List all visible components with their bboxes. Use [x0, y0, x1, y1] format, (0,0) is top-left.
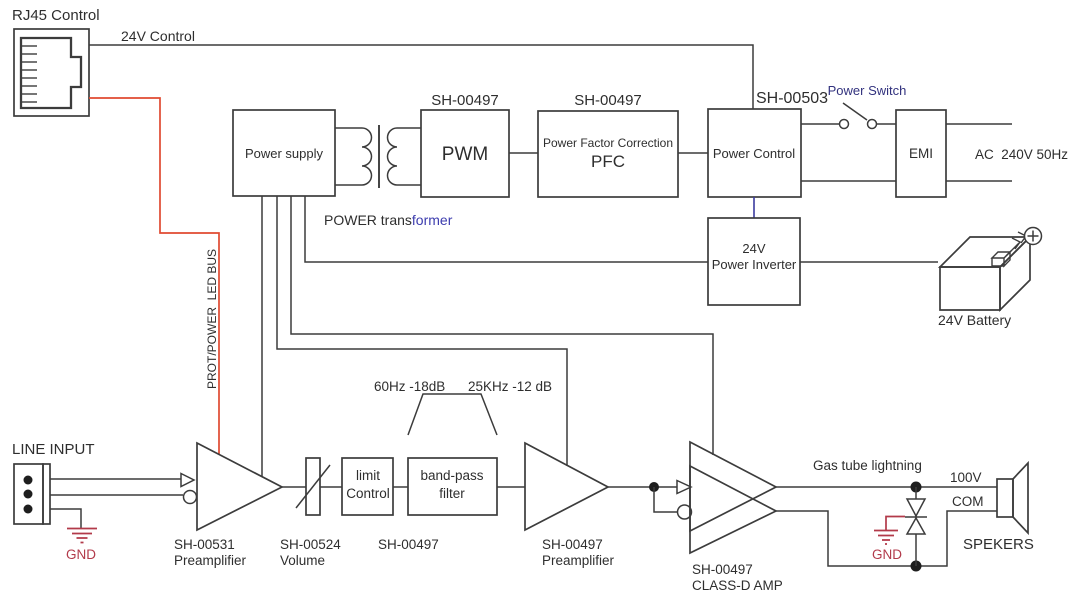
wire-classd-inverting-branch	[653, 487, 677, 513]
limit-part-number: SH-00497	[378, 537, 439, 552]
power-switch-icon	[801, 102, 896, 130]
rj45-pins	[22, 45, 37, 103]
battery-plus-icon	[1023, 226, 1043, 246]
pwm-label: PWM	[442, 144, 488, 165]
pfc-label-line1: Power Factor Correction	[543, 136, 673, 150]
inverter-label-line1: 24V	[742, 241, 765, 256]
transformer-label-blue: former	[412, 212, 453, 228]
line-input-label: LINE INPUT	[12, 441, 95, 458]
bandpass-freq-high: 25KHz -12 dB	[468, 379, 552, 394]
battery-label: 24V Battery	[938, 312, 1011, 328]
gas-tube-label: Gas tube lightning	[813, 458, 922, 473]
battery-icon	[937, 226, 1043, 313]
power-switch-label: Power Switch	[828, 83, 907, 98]
led-bus-label: PROT/POWER LED BUS	[205, 249, 219, 389]
bandpass-freq-low: 60Hz -18dB	[374, 379, 445, 394]
classd-part-number: SH-00497	[692, 562, 753, 577]
classd-inverting-input	[676, 504, 693, 520]
rj45-connector-icon: RJ45 Control	[12, 7, 100, 117]
transformer-icon	[335, 125, 421, 188]
wire-output-com	[776, 510, 997, 567]
emi-box	[895, 109, 947, 198]
wire-24v-control	[89, 44, 754, 109]
transformer-label-black: POWER trans	[324, 212, 412, 228]
wire-ac-mains	[946, 123, 1012, 182]
pfc-box	[537, 110, 679, 198]
speakers-label: SPEKERS	[963, 536, 1034, 553]
rj45-jack-outline	[19, 36, 83, 110]
line-input-connector-icon	[13, 463, 51, 525]
wire-supply-to-preamp2	[276, 196, 568, 466]
wire-led-bus-red	[89, 97, 220, 454]
rj45-outer	[13, 28, 90, 117]
limit-label-line2: Control	[346, 486, 390, 501]
preamp1-part-number: SH-00531	[174, 537, 235, 552]
preamp1-name: Preamplifier	[174, 553, 247, 568]
wire-supply-to-inverter	[304, 196, 708, 263]
pwm-part-number: SH-00497	[431, 92, 499, 109]
power-supply-box	[232, 109, 336, 197]
gnd-symbol-right	[874, 515, 905, 545]
emi-label: EMI	[909, 146, 933, 161]
preamp2-part-number: SH-00497	[542, 537, 603, 552]
preamp1-input-arrow	[180, 472, 196, 488]
preamp1-triangle	[196, 441, 284, 532]
wire-supply-to-classd	[290, 196, 714, 455]
bandpass-response-curve	[407, 393, 498, 436]
preamp1-inverting-input	[182, 489, 198, 505]
output-com-label: COM	[952, 494, 984, 509]
pfc-label-line2: PFC	[591, 152, 625, 171]
power-supply-label: Power supply	[245, 146, 324, 161]
rj45-title: RJ45 Control	[12, 7, 100, 24]
volume-part-number: SH-00524	[280, 537, 341, 552]
preamp2-name: Preamplifier	[542, 553, 615, 568]
gnd-symbol-left	[67, 527, 97, 544]
wire-24v-control-label: 24V Control	[121, 28, 195, 44]
power-control-part-number: SH-00503	[756, 90, 828, 107]
ac-mains-label: AC 240V 50Hz	[975, 147, 1068, 162]
gnd-label-right: GND	[872, 547, 902, 562]
bandpass-label-line2: filter	[439, 486, 465, 501]
classd-input-arrow	[676, 479, 693, 495]
inverter-label-line2: Power Inverter	[712, 257, 797, 272]
volume-name: Volume	[280, 553, 325, 568]
classd-name: CLASS-D AMP	[692, 578, 783, 593]
wire-input-gnd	[50, 508, 82, 528]
speaker-icon	[996, 460, 1029, 536]
bandpass-label-line1: band-pass	[420, 468, 483, 483]
power-control-label: Power Control	[713, 146, 795, 161]
preamp2-triangle	[524, 441, 610, 532]
classd-triangle-2	[689, 464, 778, 555]
pfc-part-number: SH-00497	[574, 92, 642, 109]
gas-discharge-tube-icon	[905, 487, 927, 566]
output-100v-label: 100V	[950, 470, 982, 485]
limit-label-line1: limit	[356, 468, 380, 483]
transformer-label: POWER transformer	[324, 212, 453, 228]
gnd-label-left: GND	[66, 547, 96, 562]
